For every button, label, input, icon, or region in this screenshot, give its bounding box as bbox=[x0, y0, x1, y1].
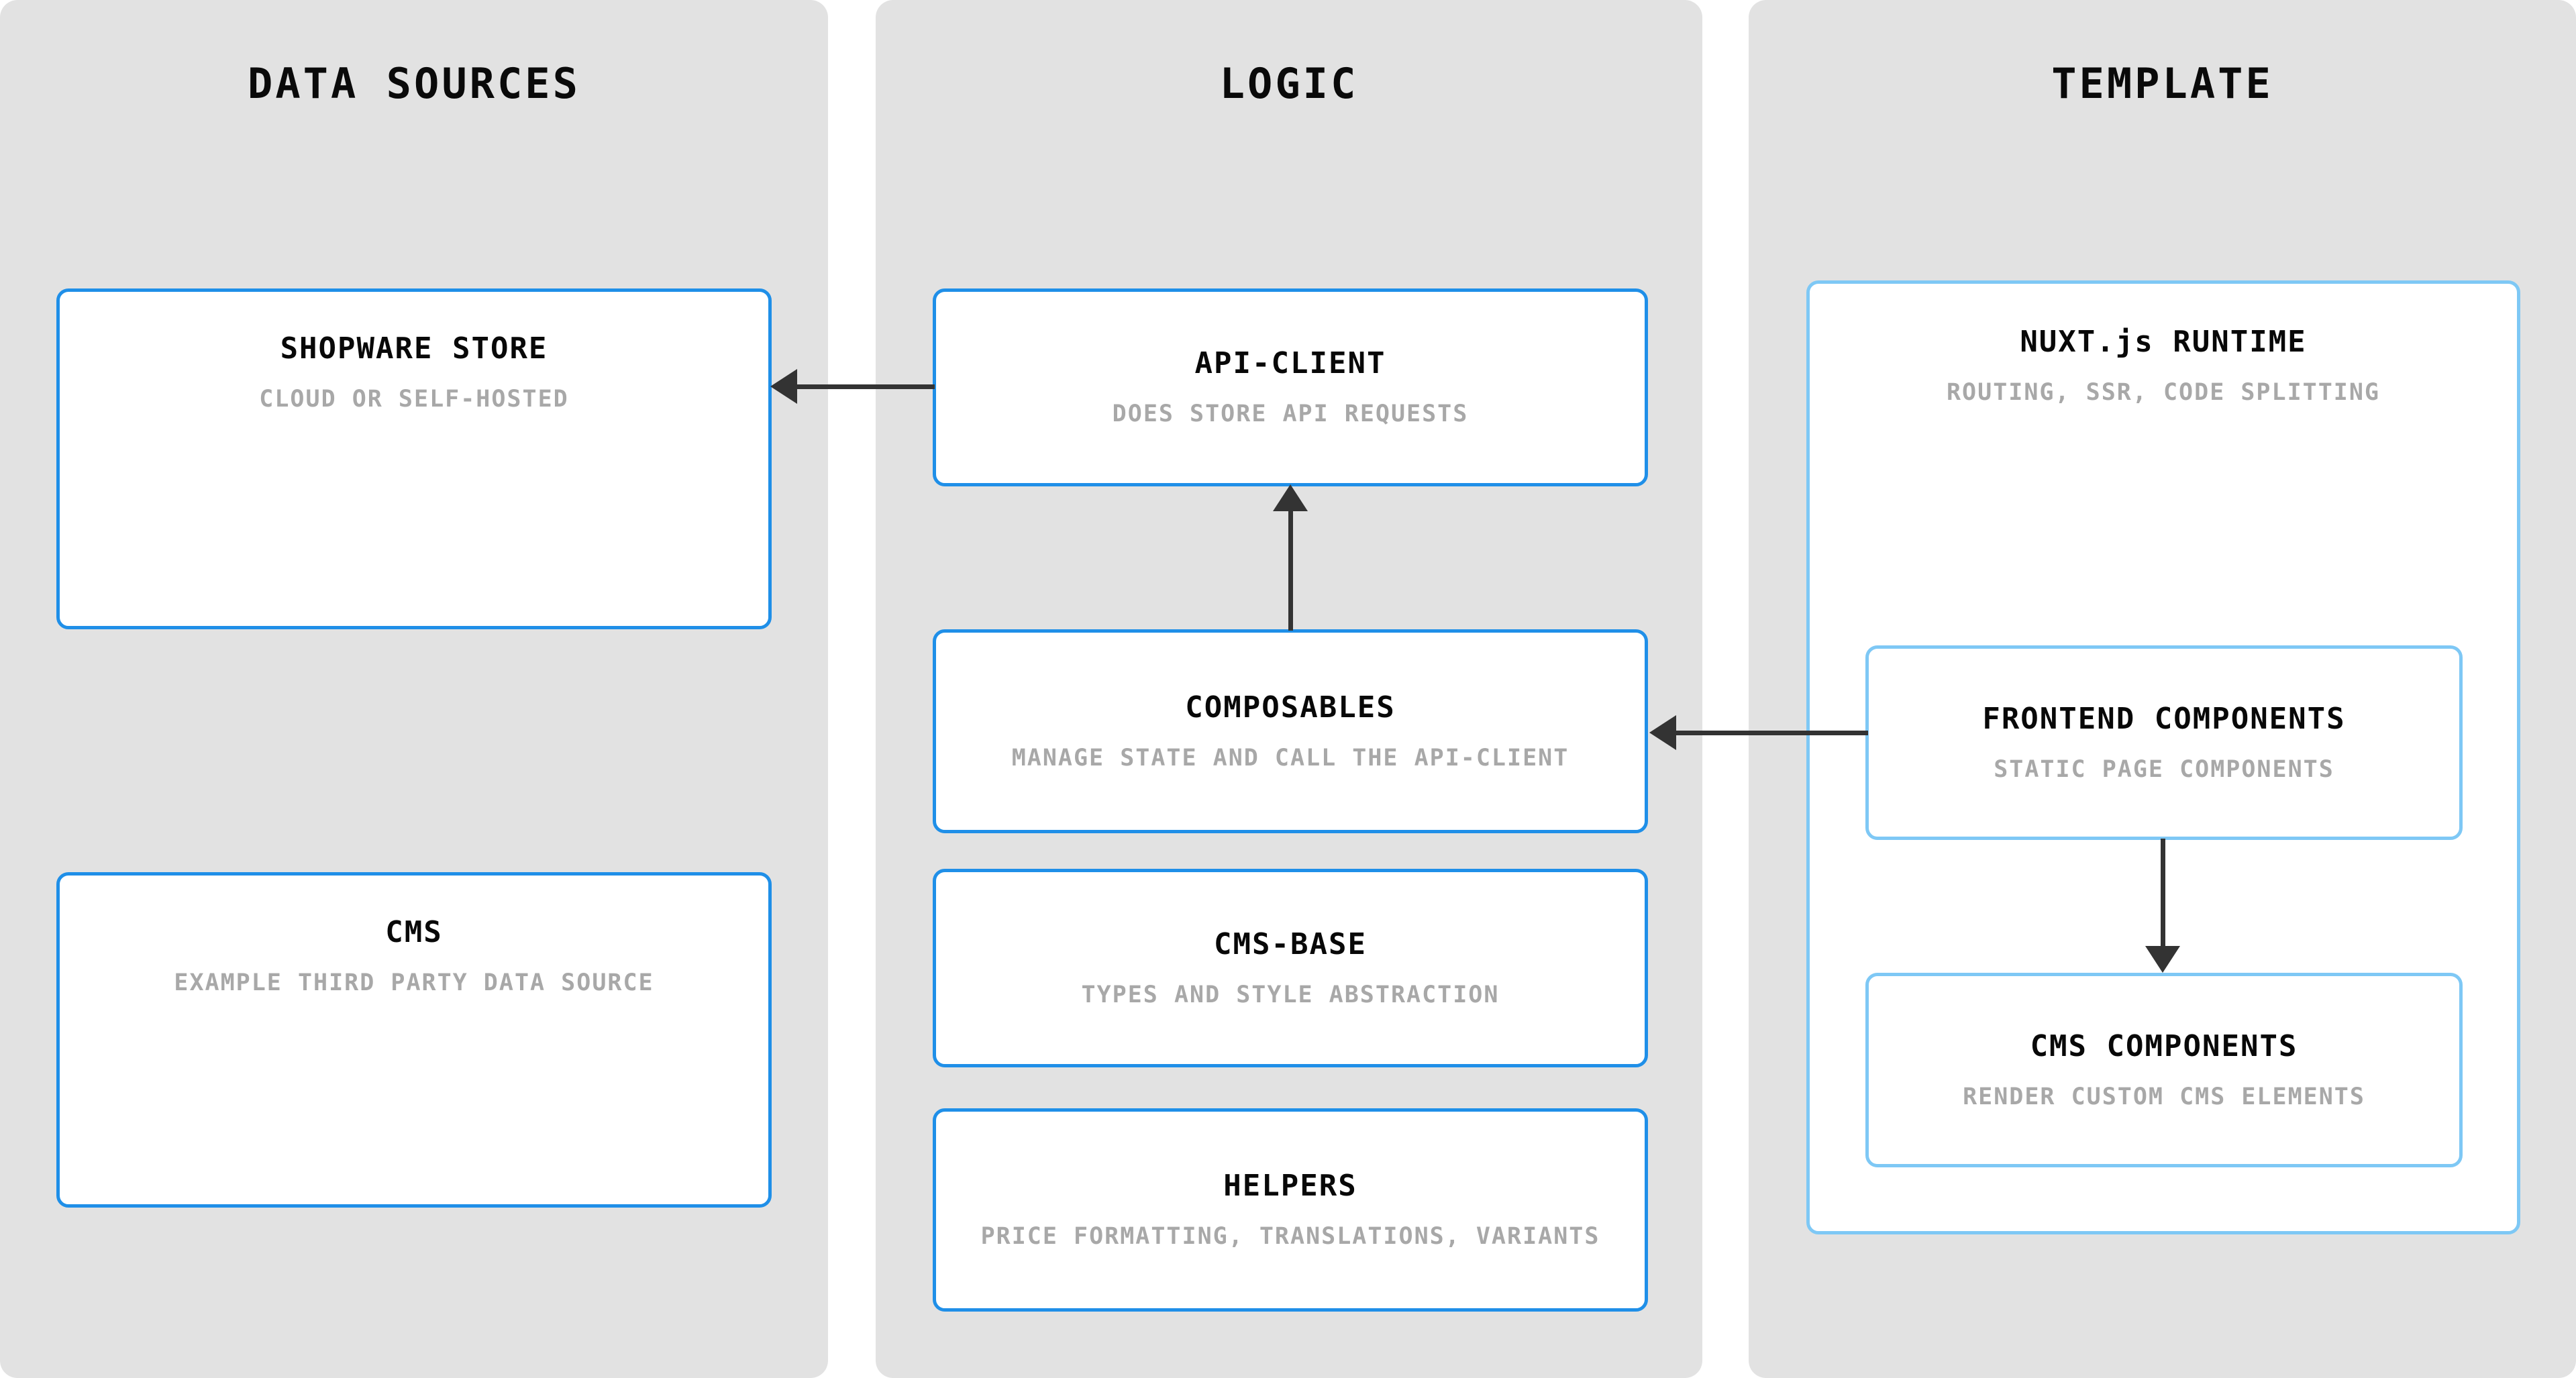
node-title-nuxt-runtime: NUXT.js RUNTIME bbox=[2020, 325, 2307, 359]
node-api-client[interactable]: API-CLIENT DOES STORE API REQUESTS bbox=[933, 288, 1648, 486]
node-cms[interactable]: CMS EXAMPLE THIRD PARTY DATA SOURCE bbox=[56, 872, 772, 1208]
column-title-template: TEMPLATE bbox=[2051, 59, 2273, 108]
node-subtitle-helpers: PRICE FORMATTING, TRANSLATIONS, VARIANTS bbox=[980, 1223, 1600, 1251]
node-title-helpers: HELPERS bbox=[1223, 1169, 1357, 1204]
node-subtitle-api-client: DOES STORE API REQUESTS bbox=[1112, 401, 1469, 428]
node-subtitle-cms-components: RENDER CUSTOM CMS ELEMENTS bbox=[1963, 1083, 2365, 1110]
column-title-logic: LOGIC bbox=[1219, 59, 1359, 108]
node-title-cms-base: CMS-BASE bbox=[1214, 926, 1367, 961]
node-subtitle-cms-base: TYPES AND STYLE ABSTRACTION bbox=[1081, 981, 1500, 1008]
node-subtitle-frontend-components: STATIC PAGE COMPONENTS bbox=[1994, 755, 2334, 783]
node-helpers[interactable]: HELPERS PRICE FORMATTING, TRANSLATIONS, … bbox=[933, 1108, 1648, 1312]
arrow-shaft bbox=[1676, 731, 1868, 735]
node-shopware-store[interactable]: SHOPWARE STORE CLOUD OR SELF-HOSTED bbox=[56, 288, 772, 629]
node-title-shopware-store: SHOPWARE STORE bbox=[280, 331, 548, 366]
arrow-head-left-icon bbox=[1649, 715, 1676, 750]
node-title-cms: CMS bbox=[385, 915, 443, 949]
node-subtitle-cms: EXAMPLE THIRD PARTY DATA SOURCE bbox=[174, 969, 654, 997]
node-title-api-client: API-CLIENT bbox=[1194, 346, 1386, 381]
node-title-frontend-components: FRONTEND COMPONENTS bbox=[1982, 701, 2346, 736]
arrow-shaft bbox=[1288, 510, 1293, 631]
node-cms-base[interactable]: CMS-BASE TYPES AND STYLE ABSTRACTION bbox=[933, 869, 1648, 1067]
node-title-composables: COMPOSABLES bbox=[1185, 690, 1396, 725]
arrow-shaft bbox=[797, 384, 935, 389]
node-composables[interactable]: COMPOSABLES MANAGE STATE AND CALL THE AP… bbox=[933, 629, 1648, 833]
node-frontend-components[interactable]: FRONTEND COMPONENTS STATIC PAGE COMPONEN… bbox=[1865, 645, 2463, 840]
node-subtitle-shopware-store: CLOUD OR SELF-HOSTED bbox=[259, 386, 569, 413]
arrow-head-up-icon bbox=[1273, 484, 1308, 511]
arrow-head-left-icon bbox=[770, 369, 797, 404]
arrow-head-down-icon bbox=[2145, 946, 2180, 973]
node-subtitle-composables: MANAGE STATE AND CALL THE API-CLIENT bbox=[1011, 744, 1569, 772]
column-title-data-sources: DATA SOURCES bbox=[248, 59, 580, 108]
arrow-shaft bbox=[2161, 839, 2165, 947]
node-title-cms-components: CMS COMPONENTS bbox=[2030, 1028, 2298, 1063]
node-subtitle-nuxt-runtime: ROUTING, SSR, CODE SPLITTING bbox=[1946, 379, 2380, 407]
node-cms-components[interactable]: CMS COMPONENTS RENDER CUSTOM CMS ELEMENT… bbox=[1865, 973, 2463, 1167]
